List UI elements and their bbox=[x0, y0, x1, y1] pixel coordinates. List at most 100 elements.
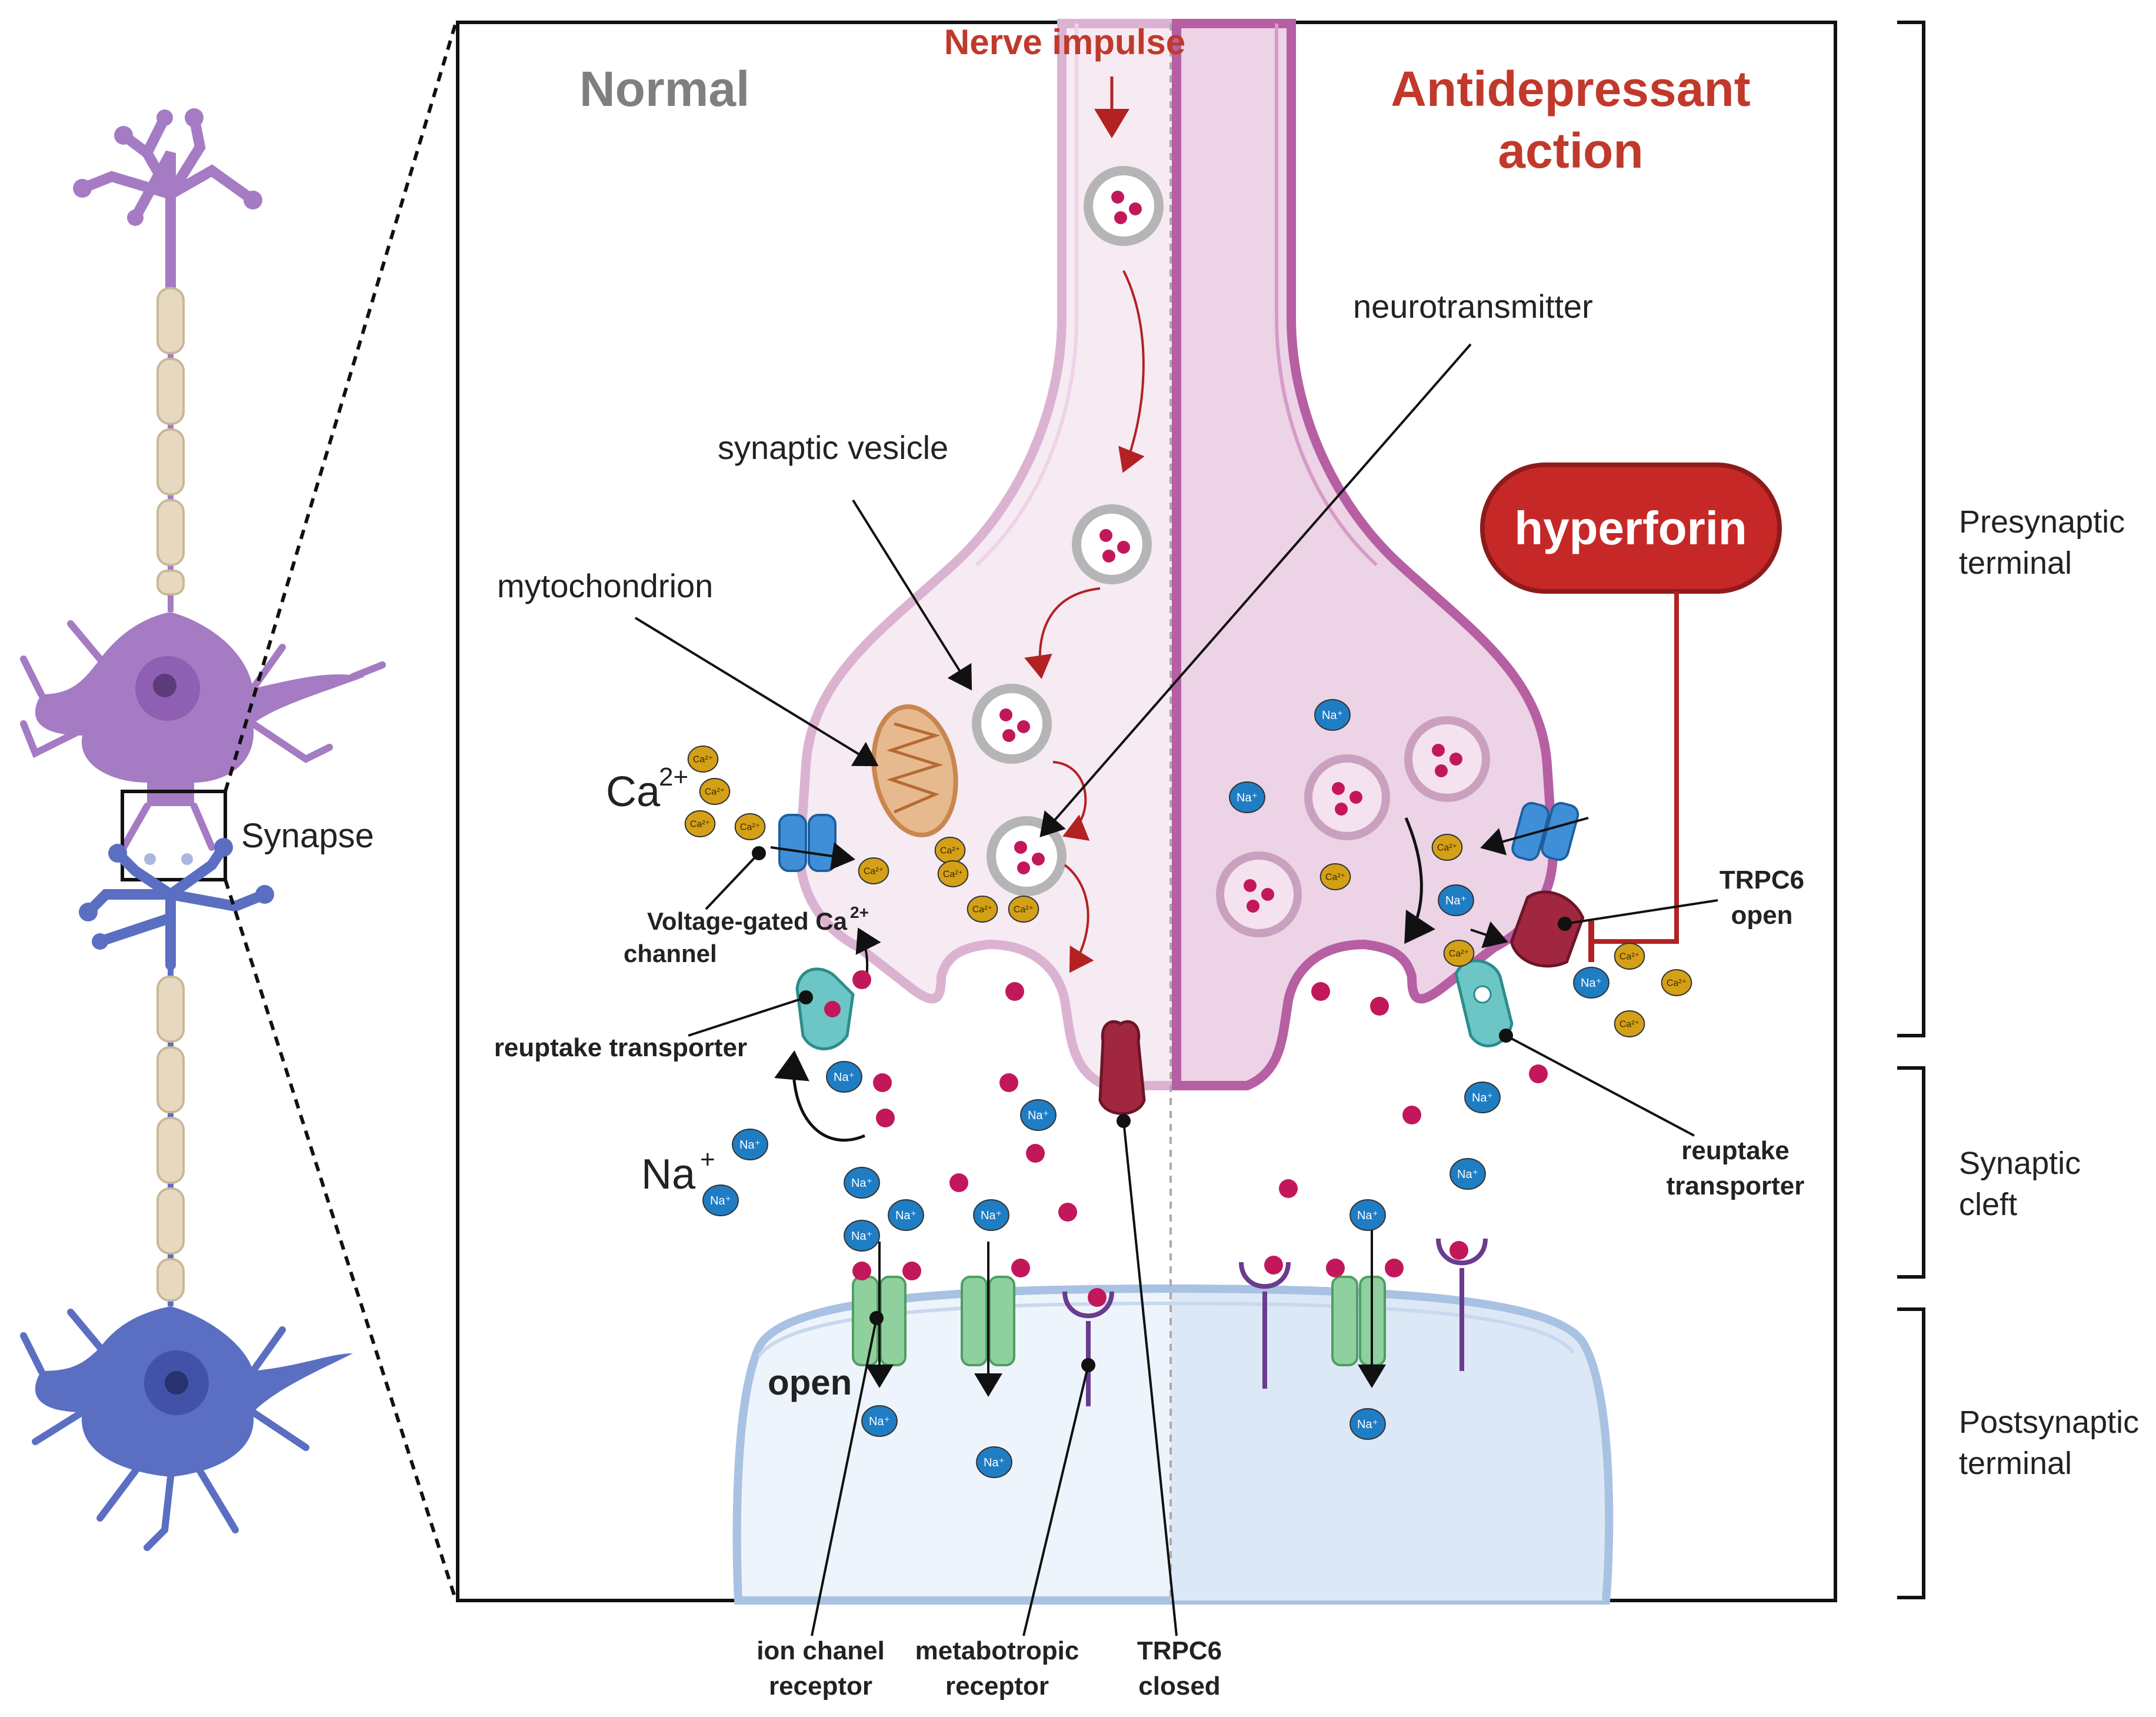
svg-text:Na⁺: Na⁺ bbox=[739, 1139, 761, 1152]
svg-text:reuptake: reuptake bbox=[1681, 1136, 1789, 1165]
svg-text:Ca²⁺: Ca²⁺ bbox=[972, 905, 992, 915]
mitochondrion-pointer bbox=[634, 617, 879, 767]
svg-text:Na⁺: Na⁺ bbox=[851, 1177, 872, 1190]
svg-text:Ca²⁺: Ca²⁺ bbox=[740, 823, 760, 833]
calcium-ion: Ca²⁺ bbox=[687, 746, 719, 773]
region-labels: Presynaptic terminal Synaptic cleft Post… bbox=[1959, 504, 2139, 1481]
normal-title: Normal bbox=[579, 61, 749, 117]
svg-text:Na⁺: Na⁺ bbox=[834, 1071, 855, 1084]
trpc6-closed-label: TRPC6 closed bbox=[1137, 1636, 1222, 1701]
neurotransmitter-molecule bbox=[1370, 997, 1389, 1016]
calcium-ion: Ca²⁺ bbox=[1443, 940, 1475, 967]
svg-text:transporter: transporter bbox=[1667, 1172, 1805, 1200]
svg-text:Voltage-gated Ca: Voltage-gated Ca bbox=[647, 907, 848, 935]
svg-text:closed: closed bbox=[1138, 1672, 1220, 1701]
sodium-ion: Na⁺ bbox=[1229, 781, 1265, 813]
neurotransmitter-molecule bbox=[999, 1073, 1018, 1092]
open-label: open bbox=[768, 1363, 852, 1402]
neurotransmitter-molecule bbox=[873, 1073, 892, 1092]
svg-text:receptor: receptor bbox=[945, 1672, 1049, 1701]
sodium-ion: Na⁺ bbox=[702, 1184, 739, 1216]
svg-text:Ca²⁺: Ca²⁺ bbox=[1667, 979, 1687, 989]
svg-text:Ca²⁺: Ca²⁺ bbox=[705, 787, 725, 797]
synaptic-vesicles-normal bbox=[972, 166, 1164, 973]
neurotransmitter-molecule bbox=[876, 1109, 895, 1127]
calcium-ion: Ca²⁺ bbox=[1661, 969, 1692, 996]
calcium-ion: Ca²⁺ bbox=[934, 837, 966, 864]
antidepressant-title-line2: action bbox=[1498, 123, 1643, 178]
ion-layer: Ca²⁺Ca²⁺Ca²⁺Ca²⁺Ca²⁺Ca²⁺Ca²⁺Ca²⁺Ca²⁺Ca²⁺… bbox=[684, 699, 1692, 1478]
svg-text:Ca²⁺: Ca²⁺ bbox=[1620, 952, 1640, 962]
presynaptic-bracket bbox=[1897, 21, 1925, 1037]
svg-text:Ca: Ca bbox=[606, 768, 661, 816]
calcium-ion: Ca²⁺ bbox=[734, 813, 766, 840]
svg-text:open: open bbox=[1731, 901, 1792, 930]
presynaptic-label-2: terminal bbox=[1959, 545, 2072, 581]
sodium-ion: Na⁺ bbox=[861, 1405, 898, 1437]
voltage-gated-ca-channel-right bbox=[1480, 801, 1589, 861]
hyperforin-badge: hyperforin bbox=[1480, 462, 1782, 594]
svg-text:Na⁺: Na⁺ bbox=[981, 1209, 1002, 1222]
calcium-ion: Ca²⁺ bbox=[858, 857, 889, 884]
lower-neuron-dendrite-tips bbox=[79, 838, 274, 950]
sodium-ion: Na⁺ bbox=[888, 1199, 924, 1231]
neurotransmitter-molecule bbox=[852, 1262, 871, 1280]
sodium-ion: Na⁺ bbox=[1314, 699, 1351, 731]
sodium-ion: Na⁺ bbox=[732, 1129, 768, 1160]
lower-neuron-soma bbox=[20, 1306, 354, 1551]
svg-text:Na⁺: Na⁺ bbox=[710, 1194, 731, 1207]
neurotransmitter-molecule bbox=[902, 1262, 921, 1280]
lower-neuron-dendrites bbox=[83, 842, 270, 970]
calcium-ion: Ca²⁺ bbox=[1614, 1010, 1645, 1037]
hyperforin-label: hyperforin bbox=[1514, 502, 1747, 554]
svg-text:Na⁺: Na⁺ bbox=[1457, 1168, 1478, 1181]
ion-channel-pointer bbox=[811, 1311, 884, 1636]
neurotransmitter-molecule bbox=[1449, 1241, 1468, 1260]
synapse-detail-panel: Normal Antidepressant action Nerve impul… bbox=[456, 19, 1837, 1701]
presynaptic-label-1: Presynaptic bbox=[1959, 504, 2125, 540]
sodium-ion: Na⁺ bbox=[1020, 1099, 1057, 1131]
synaptic-vesicle-pointer bbox=[852, 499, 972, 691]
svg-text:Ca²⁺: Ca²⁺ bbox=[864, 867, 884, 877]
svg-text:Na⁺: Na⁺ bbox=[1472, 1092, 1493, 1104]
cleft-bracket bbox=[1897, 1066, 1925, 1279]
trpc6-open-label: TRPC6 open bbox=[1720, 866, 1804, 930]
synapse-terminal-buttons bbox=[144, 853, 193, 865]
neurotransmitter-molecule bbox=[1326, 1259, 1345, 1277]
vesicle bbox=[1404, 716, 1490, 802]
sodium-ion: Na⁺ bbox=[826, 1061, 862, 1093]
calcium-ion: Ca²⁺ bbox=[1008, 896, 1039, 923]
ion-channel-receptor bbox=[961, 1242, 1015, 1397]
vesicle bbox=[1216, 851, 1302, 937]
upper-neuron-dendrites bbox=[77, 112, 258, 311]
sodium-ion: Na⁺ bbox=[1449, 1158, 1486, 1190]
trpc6-closed-channel bbox=[1098, 1020, 1146, 1115]
sodium-ion: Na⁺ bbox=[1438, 884, 1474, 916]
mitochondrion-label: mytochondrion bbox=[497, 567, 713, 604]
hyperforin-inhibition-line bbox=[1594, 591, 1679, 944]
svg-text:Ca²⁺: Ca²⁺ bbox=[1449, 949, 1469, 959]
sodium-ion: Na⁺ bbox=[844, 1167, 880, 1199]
neurotransmitter-pointer bbox=[1039, 343, 1472, 838]
neurotransmitter-molecule bbox=[1402, 1106, 1421, 1124]
svg-text:metabotropic: metabotropic bbox=[915, 1636, 1079, 1665]
postsynaptic-bracket bbox=[1897, 1307, 1925, 1599]
neurotransmitter-molecule bbox=[1385, 1259, 1404, 1277]
svg-text:Na⁺: Na⁺ bbox=[1445, 894, 1467, 907]
svg-text:channel: channel bbox=[624, 940, 717, 967]
sodium-ion: Na⁺ bbox=[844, 1220, 880, 1252]
metabotropic-receptor-label: metabotropic receptor bbox=[915, 1636, 1079, 1701]
calcium-ion: Ca²⁺ bbox=[684, 810, 716, 837]
svg-text:Ca²⁺: Ca²⁺ bbox=[1437, 843, 1457, 853]
svg-text:Ca²⁺: Ca²⁺ bbox=[693, 755, 713, 765]
svg-text:TRPC6: TRPC6 bbox=[1720, 866, 1804, 894]
voltage-gated-ca-channel bbox=[770, 814, 855, 872]
calcium-ion: Ca²⁺ bbox=[937, 860, 969, 887]
svg-text:ion chanel: ion chanel bbox=[757, 1636, 885, 1665]
svg-text:TRPC6: TRPC6 bbox=[1137, 1636, 1222, 1665]
postsynaptic-label-1: Postsynaptic bbox=[1959, 1405, 2139, 1440]
svg-text:Ca²⁺: Ca²⁺ bbox=[1620, 1020, 1640, 1030]
calcium-ion: Ca²⁺ bbox=[699, 778, 731, 805]
neurotransmitter-molecule bbox=[1005, 982, 1024, 1001]
